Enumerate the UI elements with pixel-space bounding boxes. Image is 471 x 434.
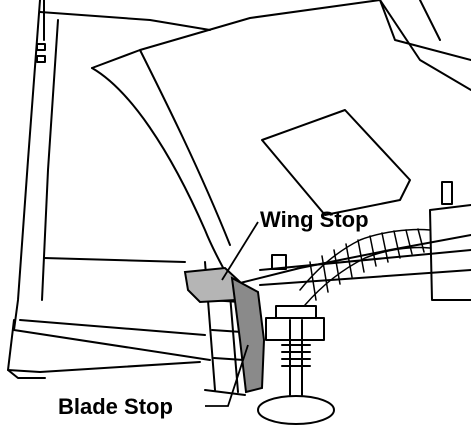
wing-stop-label: Wing Stop: [260, 207, 369, 232]
wing-inner-curve: [139, 49, 231, 246]
stand-foot: [257, 395, 335, 425]
wing-bottom-rail: [259, 249, 471, 286]
cutting-edge-lower: [7, 369, 46, 379]
blade-stop-part: [230, 276, 266, 394]
wing-stop-part: [183, 266, 242, 304]
blade-stop-leader: [205, 344, 249, 407]
left-blade-horizontal: [43, 257, 186, 263]
wing-slot-1: [441, 181, 453, 205]
bolt-top-1: [36, 43, 46, 51]
wing-panel-window: [261, 109, 411, 216]
stand-bracket: [265, 317, 325, 341]
left-blade-bottom-strip: [19, 319, 206, 336]
stand-post: [289, 319, 303, 396]
blade-stop-label: Blade Stop: [58, 394, 173, 419]
left-blade-inner-edge: [41, 19, 59, 301]
stand-pin: [275, 305, 317, 319]
wing-back-edge: [379, 0, 471, 91]
bolt-top-2: [36, 55, 46, 63]
cutting-edge: [7, 319, 201, 373]
wing-end-frame: [429, 204, 471, 301]
left-blade-outline: [13, 0, 211, 361]
wing-rib-2: [419, 0, 441, 41]
wing-rib-1: [379, 0, 471, 61]
hydraulic-hose: [299, 228, 431, 306]
left-blade-top-edge: [39, 11, 211, 31]
plow-line-art: [7, 0, 471, 425]
stand-spring: [281, 344, 311, 367]
wing-stop-leader: [221, 221, 259, 281]
wing-top-edge: [91, 0, 381, 69]
wing-front-curve: [91, 67, 233, 286]
